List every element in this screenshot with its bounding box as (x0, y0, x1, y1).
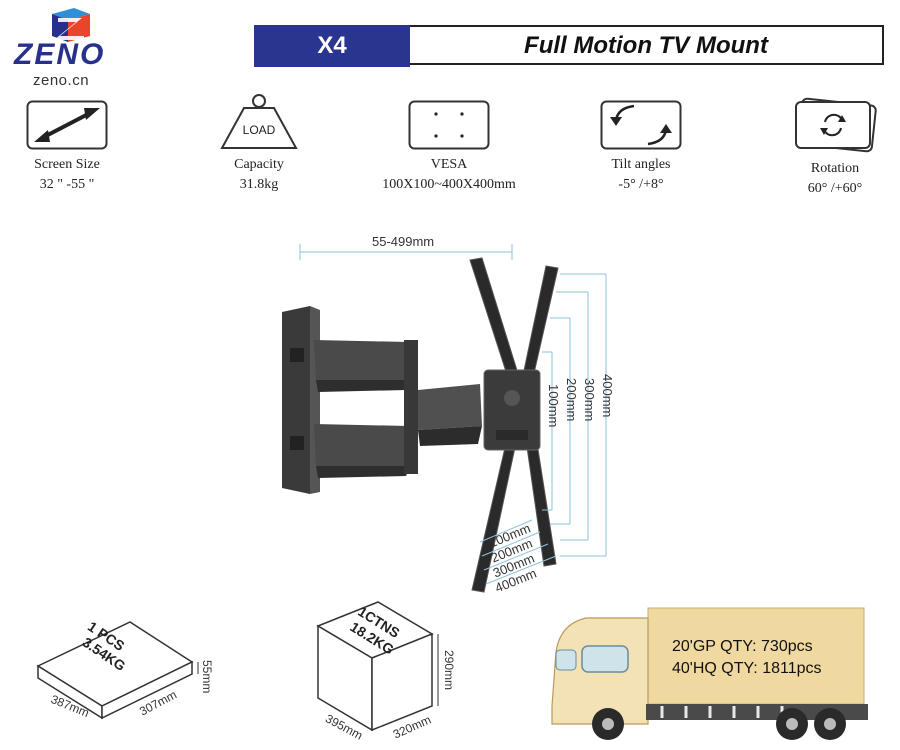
spec-value: 60° /+60° (807, 181, 863, 196)
brand-name: ZENO (14, 38, 106, 71)
spec-screen-size: Screen Size 32 " -55 " (0, 100, 152, 193)
brand-logo-icon (52, 8, 90, 42)
vertical-dim-200: 200mm (564, 378, 579, 422)
spec-capacity: LOAD Capacity 31.8kg (174, 94, 344, 193)
spec-value: -5° /+8° (618, 177, 664, 192)
spec-label: Screen Size (34, 157, 100, 172)
vertical-dim-300: 300mm (582, 378, 597, 422)
spec-value: 31.8kg (239, 177, 279, 192)
page-title: Full Motion TV Mount (524, 32, 768, 59)
tv-mount-illustration (282, 244, 607, 593)
vertical-dim-400: 400mm (600, 374, 615, 418)
spec-label: Capacity (234, 157, 284, 172)
spec-label: VESA (430, 157, 468, 172)
spec-vesa: VESA 100X100~400X400mm (364, 100, 534, 193)
rotation-icon (795, 97, 877, 153)
shipping-truck-icon (551, 607, 868, 740)
spec-label: Tilt angles (611, 157, 671, 172)
brand-url: zeno.cn (33, 72, 90, 89)
vesa-icon (408, 100, 490, 150)
single-pack-height: 55mm (200, 660, 214, 694)
container-20gp-qty: 20'GP QTY: 730pcs (672, 638, 813, 655)
spec-label: Rotation (810, 161, 860, 176)
spec-value: 100X100~400X400mm (382, 177, 516, 192)
model-badge: X4 (254, 25, 410, 67)
extension-dimension: 55-499mm (372, 234, 435, 249)
master-carton-height: 290mm (442, 650, 456, 691)
vertical-dim-100: 100mm (546, 384, 561, 428)
weight-icon: LOAD (220, 94, 298, 149)
weight-icon-text: LOAD (243, 123, 276, 137)
single-pack-box-icon (36, 621, 199, 720)
container-40hq-qty: 40'HQ QTY: 1811pcs (672, 660, 822, 677)
tilt-icon (600, 100, 682, 150)
master-carton-box-icon (316, 601, 439, 732)
title-bar: X4 Full Motion TV Mount (254, 25, 884, 67)
spec-value: 32 " -55 " (39, 177, 95, 192)
spec-tilt: Tilt angles -5° /+8° (556, 100, 726, 193)
spec-rotation: Rotation 60° /+60° (750, 97, 900, 197)
diagonal-arrow-icon (26, 100, 108, 150)
